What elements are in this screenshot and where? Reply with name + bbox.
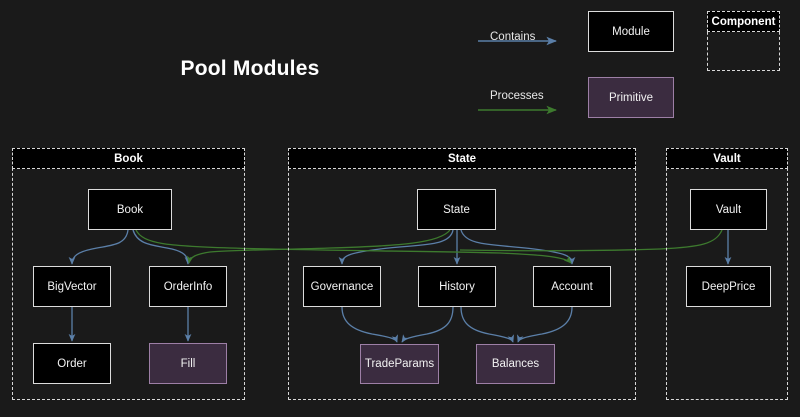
legend-primitive-label: Primitive	[608, 91, 654, 104]
page-title: Pool Modules	[180, 57, 320, 80]
container-vault-label: Vault	[713, 152, 741, 165]
legend-primitive-box: Primitive	[588, 77, 674, 118]
container-vault-header: Vault	[666, 148, 788, 169]
legend-module-label: Module	[612, 25, 650, 38]
node-tradeparams[interactable]: TradeParams	[360, 344, 439, 384]
node-governance[interactable]: Governance	[303, 266, 381, 307]
node-fill-label: Fill	[180, 357, 196, 370]
node-bigvector-label: BigVector	[47, 280, 97, 293]
node-deepprice[interactable]: DeepPrice	[686, 266, 771, 307]
node-book-label: Book	[116, 203, 144, 216]
node-vault[interactable]: Vault	[690, 189, 767, 230]
legend-module-box: Module	[588, 11, 674, 52]
node-account[interactable]: Account	[533, 266, 611, 307]
container-state-label: State	[447, 152, 477, 165]
container-book-label: Book	[114, 152, 143, 165]
node-orderinfo-label: OrderInfo	[163, 280, 213, 293]
node-account-label: Account	[551, 280, 593, 293]
node-orderinfo[interactable]: OrderInfo	[149, 266, 227, 307]
node-fill[interactable]: Fill	[149, 343, 227, 384]
legend-processes-label: Processes	[490, 90, 544, 102]
node-history-label: History	[439, 280, 475, 293]
node-vault-label: Vault	[715, 203, 742, 216]
legend-contains-label: Contains	[490, 31, 536, 43]
node-state-label: State	[443, 203, 470, 216]
legend-component-header: Component	[707, 11, 780, 32]
container-book-header: Book	[12, 148, 245, 169]
container-state-header: State	[288, 148, 636, 169]
node-book[interactable]: Book	[88, 189, 172, 230]
legend-component-label: Component	[711, 15, 776, 28]
node-balances[interactable]: Balances	[476, 344, 555, 384]
node-tradeparams-label: TradeParams	[364, 358, 435, 370]
node-history[interactable]: History	[418, 266, 496, 307]
node-balances-label: Balances	[491, 358, 540, 370]
node-order-label: Order	[57, 357, 87, 370]
node-state[interactable]: State	[417, 189, 496, 230]
node-governance-label: Governance	[310, 280, 374, 293]
node-bigvector[interactable]: BigVector	[33, 266, 111, 307]
node-order[interactable]: Order	[33, 343, 111, 384]
node-deepprice-label: DeepPrice	[701, 280, 756, 293]
